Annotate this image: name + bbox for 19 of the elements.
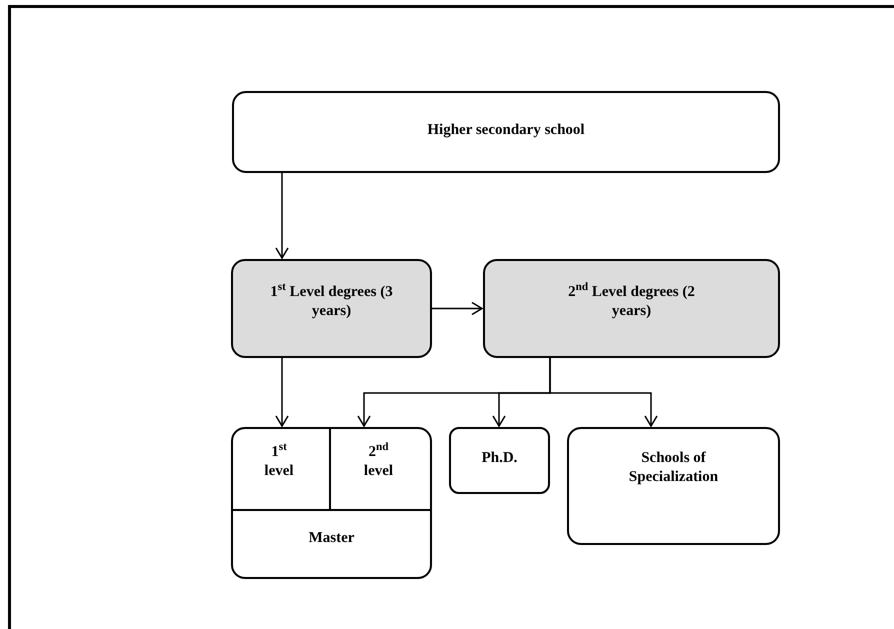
- rounded-box: [231, 427, 432, 579]
- box-text: 2$^{nd}$ level: [362, 443, 394, 481]
- box-text: 2$^{nd}$ Level degrees (2 years): [567, 283, 696, 321]
- box-text: 1$^{st}$ Level degrees (3 years): [269, 283, 394, 321]
- box-text: Ph.D.: [480, 449, 518, 468]
- rounded-box: [231, 259, 432, 358]
- box-text: Master: [308, 529, 356, 548]
- box-text: 1$^{st}$ level: [263, 443, 295, 481]
- cell: [231, 429, 331, 511]
- rounded-box: [232, 91, 780, 173]
- arrow: [275, 358, 289, 427]
- arrow: [432, 302, 483, 316]
- arrow: [275, 173, 289, 259]
- box-text: Schools of Specialization: [628, 449, 720, 487]
- box-text: Higher secondary school: [426, 121, 586, 140]
- rounded-box: [483, 259, 780, 358]
- arrow: [549, 358, 658, 427]
- rounded-box: [567, 427, 780, 545]
- rounded-box: [449, 427, 550, 494]
